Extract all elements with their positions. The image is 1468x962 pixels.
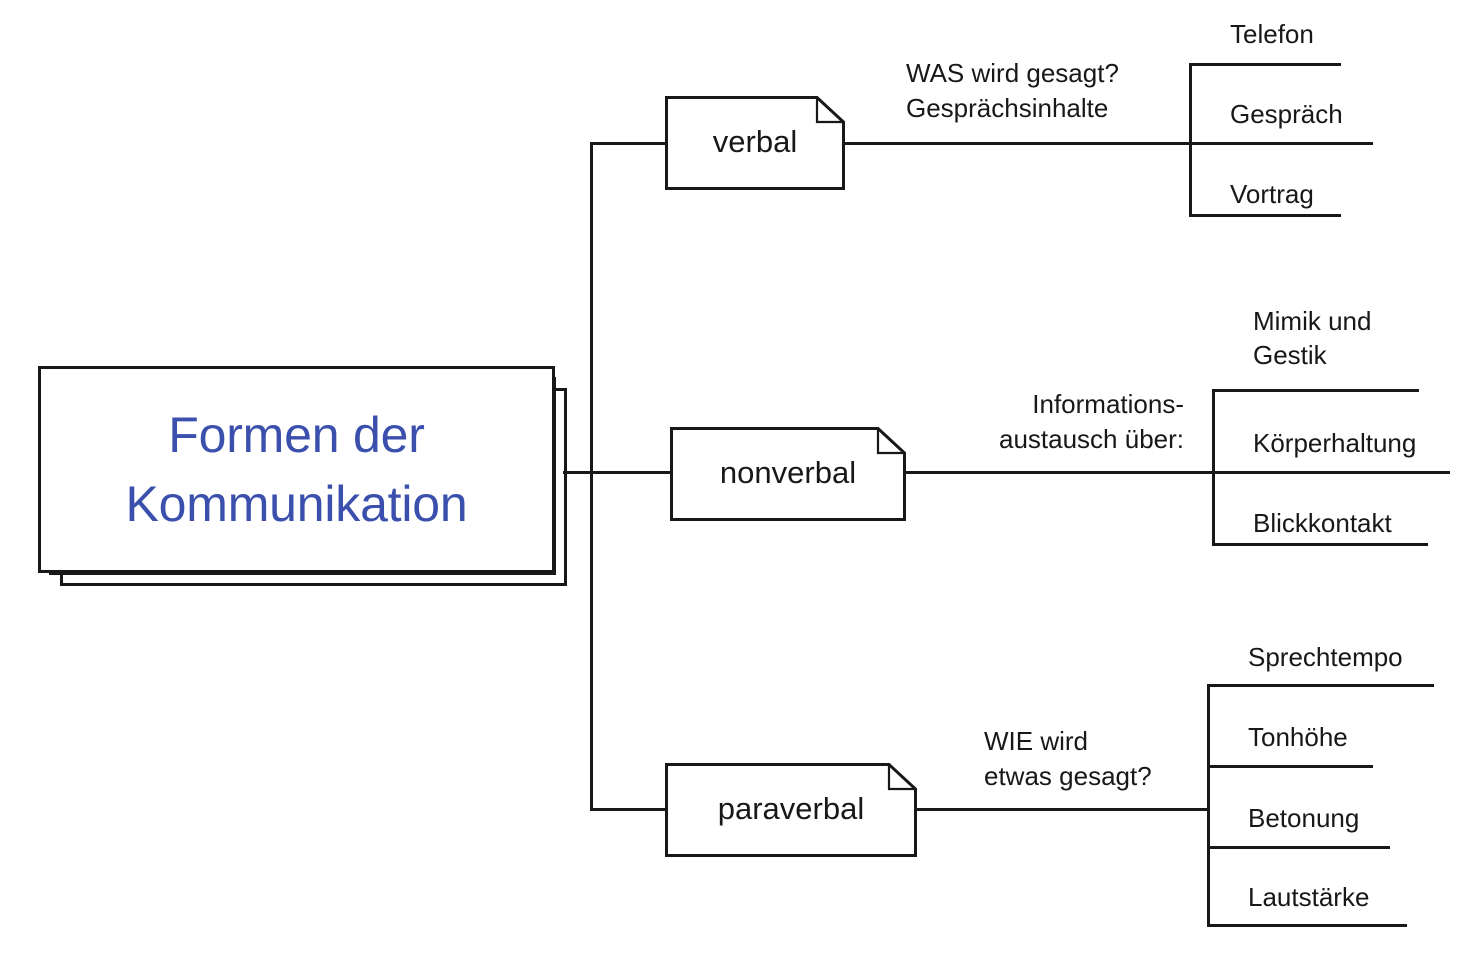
node-nonverbal-label: nonverbal xyxy=(719,455,857,490)
caption-nonverbal: Informations- austausch über: xyxy=(998,389,1184,454)
root-node-box[interactable]: Formen der Kommunikation xyxy=(38,366,555,573)
leaf-item[interactable]: Blickkontakt xyxy=(1253,508,1392,538)
document-shape-icon xyxy=(665,763,917,857)
leaf-underline xyxy=(1207,684,1434,687)
leaf-item[interactable]: Vortrag xyxy=(1230,179,1314,209)
connector-trunk-to-verbal xyxy=(590,142,668,145)
leaf-item[interactable]: Gespräch xyxy=(1230,99,1343,129)
leaf-underline xyxy=(1207,765,1373,768)
connector-root-stub xyxy=(563,471,593,474)
leaf-item[interactable]: Tonhöhe xyxy=(1248,722,1348,752)
leaf-underline xyxy=(1189,214,1341,217)
leaf-underline xyxy=(1207,846,1390,849)
node-paraverbal[interactable]: paraverbal xyxy=(665,763,917,857)
leaf-underline xyxy=(1189,142,1373,145)
leaf-underline xyxy=(1212,471,1450,474)
leaf-spine-paraverbal xyxy=(1207,684,1210,927)
connector-trunk-to-nonverbal xyxy=(590,471,670,474)
page-title: Formen der Kommunikation xyxy=(125,406,468,532)
leaf-underline xyxy=(1207,924,1407,927)
connector-trunk-to-paraverbal xyxy=(590,808,668,811)
caption-paraverbal: WIE wird etwas gesagt? xyxy=(984,726,1152,791)
connector-nonverbal-to-leaves xyxy=(904,471,1215,474)
leaf-item[interactable]: Betonung xyxy=(1248,803,1360,833)
leaf-underline xyxy=(1212,389,1419,392)
leaf-item[interactable]: Sprechtempo xyxy=(1248,642,1403,672)
node-paraverbal-label: paraverbal xyxy=(717,791,865,826)
node-verbal[interactable]: verbal xyxy=(665,96,845,190)
leaf-underline xyxy=(1212,543,1428,546)
connector-trunk xyxy=(590,142,593,811)
caption-verbal: WAS wird gesagt? Gesprächsinhalte xyxy=(906,58,1119,123)
node-verbal-label: verbal xyxy=(712,124,798,159)
connector-paraverbal-to-leaves xyxy=(915,808,1210,811)
leaf-item[interactable]: Lautstärke xyxy=(1248,882,1370,912)
leaf-item[interactable]: Telefon xyxy=(1230,19,1314,49)
leaf-underline xyxy=(1189,63,1341,66)
leaf-item[interactable]: Mimik und Gestik xyxy=(1253,306,1372,370)
leaf-item[interactable]: Körperhaltung xyxy=(1253,428,1417,458)
document-shape-icon xyxy=(665,96,845,190)
node-nonverbal[interactable]: nonverbal xyxy=(670,427,906,521)
leaf-spine-nonverbal xyxy=(1212,389,1215,546)
document-shape-icon xyxy=(670,427,906,521)
leaf-spine-verbal xyxy=(1189,63,1192,217)
connector-verbal-to-leaves xyxy=(843,142,1191,145)
